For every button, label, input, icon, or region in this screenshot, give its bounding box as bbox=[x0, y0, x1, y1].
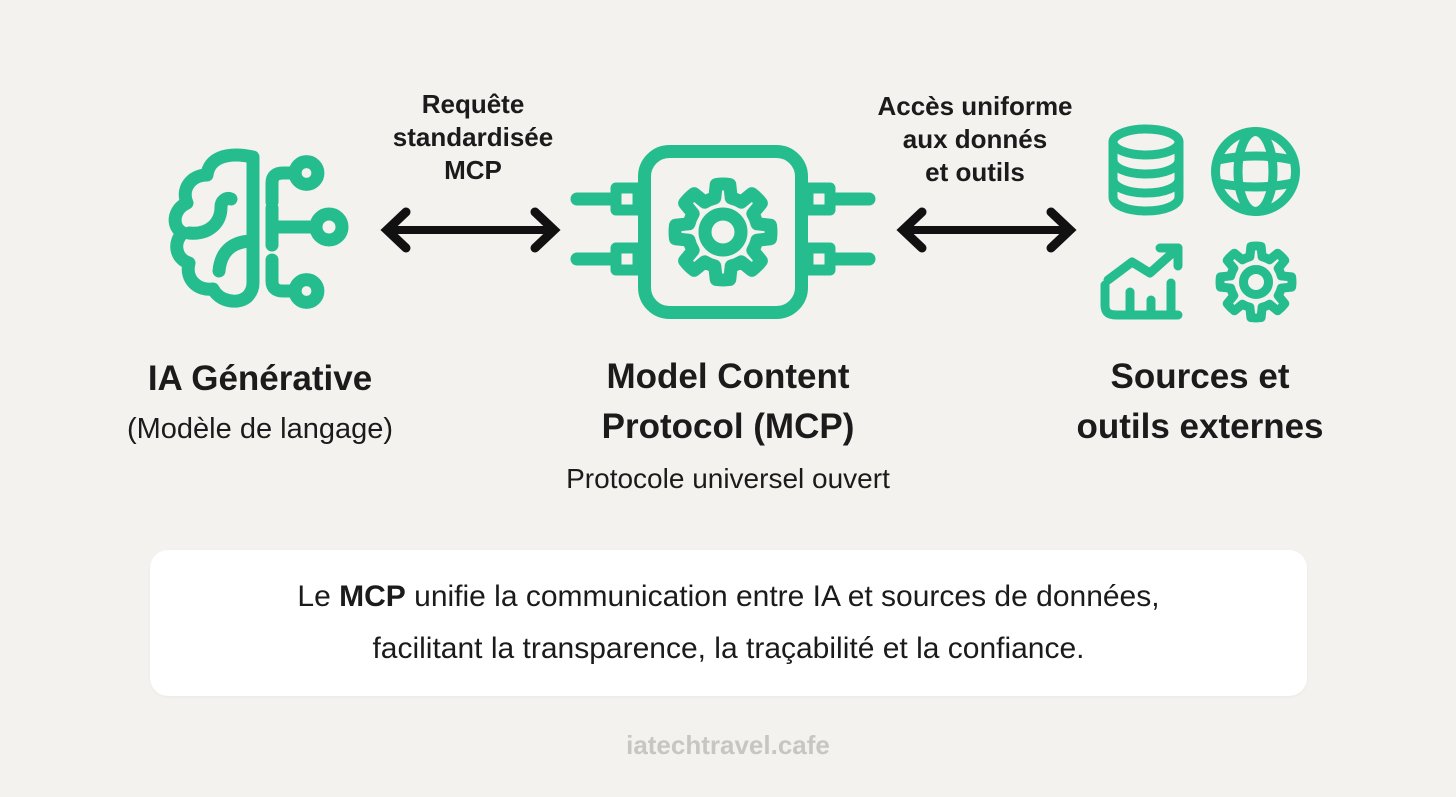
site-credit: iatechtravel.cafe bbox=[626, 730, 830, 760]
left-double-arrow-icon bbox=[380, 207, 561, 253]
left-arrow-label: Requête standardisée MCP bbox=[368, 88, 578, 187]
right-arrow-label-line3: et outils bbox=[925, 157, 1025, 187]
right-node-title-line1: Sources et bbox=[1110, 357, 1290, 396]
right-arrow-label-line2: aux donnés bbox=[902, 124, 1048, 154]
summary-line1-rest: unifie la communication entre IA et sour… bbox=[405, 580, 1160, 613]
summary-lead: Le bbox=[297, 580, 340, 613]
brain-circuit-icon bbox=[168, 148, 349, 309]
chip-gear-icon bbox=[570, 145, 876, 319]
globe-icon bbox=[1211, 127, 1300, 216]
left-node-subtitle: (Modèle de langage) bbox=[126, 413, 393, 445]
right-arrow-label-line1: Accès uniforme bbox=[877, 91, 1073, 121]
center-node-title-line2: Protocol (MCP) bbox=[601, 407, 855, 446]
left-arrow-label-line3: MCP bbox=[444, 155, 502, 185]
chart-growth-icon bbox=[1100, 243, 1183, 320]
center-node-title: Model Content Protocol (MCP) bbox=[540, 352, 916, 452]
summary-bold-mcp: MCP bbox=[339, 580, 406, 613]
summary-line1: Le MCP unifie la communication entre IA … bbox=[297, 571, 1159, 623]
summary-text: Le MCP unifie la communication entre IA … bbox=[297, 571, 1159, 675]
database-icon bbox=[1108, 124, 1184, 216]
left-node-title: IA Générative bbox=[147, 359, 373, 398]
right-node-title-line2: outils externes bbox=[1076, 407, 1324, 446]
right-double-arrow-icon bbox=[896, 207, 1077, 253]
center-node-subtitle: Protocole universel ouvert bbox=[566, 463, 890, 494]
summary-card: Le MCP unifie la communication entre IA … bbox=[150, 550, 1307, 696]
left-arrow-label-line2: standardisée bbox=[392, 122, 554, 152]
right-node-title: Sources et outils externes bbox=[1025, 352, 1375, 452]
left-arrow-label-line1: Requête bbox=[421, 89, 525, 119]
summary-line2: facilitant la transparence, la traçabili… bbox=[372, 632, 1085, 665]
right-arrow-label: Accès uniforme aux donnés et outils bbox=[850, 90, 1100, 189]
center-node-title-line1: Model Content bbox=[606, 357, 850, 396]
gear-icon bbox=[1215, 241, 1297, 323]
